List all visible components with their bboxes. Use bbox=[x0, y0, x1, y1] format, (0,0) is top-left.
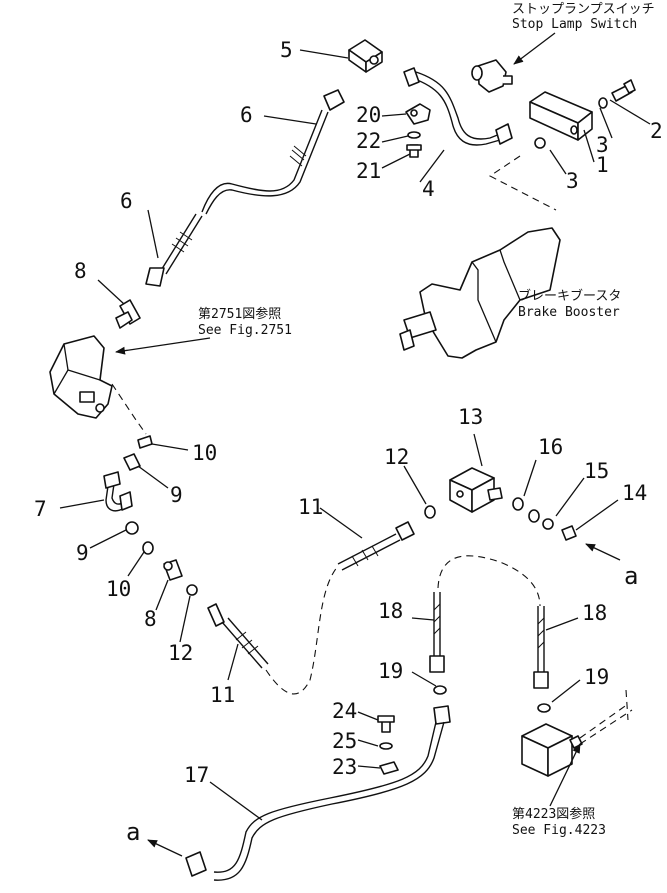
callout-3-lower: 3 bbox=[566, 169, 579, 193]
fig4223-caption-en: See Fig.4223 bbox=[512, 823, 606, 838]
callout-2: 2 bbox=[650, 119, 663, 143]
callout-6-upper: 6 bbox=[240, 103, 253, 127]
bracket-block-1 bbox=[529, 91, 593, 141]
bolt-2 bbox=[611, 79, 636, 102]
brake-booster-caption-jp: ブレーキブースタ bbox=[518, 288, 621, 304]
callout-numbers: 5 6 6 8 1 2 3 3 4 20 22 21 10 9 7 9 10 8… bbox=[34, 38, 663, 787]
callout-16: 16 bbox=[538, 435, 563, 459]
fig-2751-reference: 第2751図参照 See Fig.2751 bbox=[115, 306, 292, 355]
callout-11-upper: 11 bbox=[298, 495, 323, 519]
callout-4: 4 bbox=[422, 177, 435, 201]
callout-1: 1 bbox=[596, 153, 609, 177]
bolt-21 bbox=[406, 144, 422, 158]
callout-10-upper: 10 bbox=[192, 441, 217, 465]
washer-19-left bbox=[433, 685, 447, 695]
callout-13: 13 bbox=[458, 405, 483, 429]
brake-hose-18-left bbox=[429, 592, 445, 673]
clip-23 bbox=[379, 761, 399, 775]
callout-17: 17 bbox=[184, 763, 209, 787]
callout-12-upper: 12 bbox=[384, 445, 409, 469]
ref-a-right: a bbox=[624, 562, 638, 590]
callout-11-lower: 11 bbox=[210, 683, 235, 707]
callout-23: 23 bbox=[332, 755, 357, 779]
callout-15: 15 bbox=[584, 459, 609, 483]
bleeder-16 bbox=[512, 497, 540, 523]
callout-9-lower: 9 bbox=[76, 541, 89, 565]
washer-3-lower bbox=[534, 137, 546, 149]
fitting-8-upper bbox=[115, 299, 141, 329]
callout-18-right: 18 bbox=[582, 601, 607, 625]
valve-link-line bbox=[111, 383, 147, 435]
washer-10-upper bbox=[137, 435, 153, 449]
brake-pipe-4 bbox=[403, 67, 513, 146]
callout-19-right: 19 bbox=[584, 665, 609, 689]
brake-hose-6 bbox=[145, 89, 345, 287]
washer-12-lower bbox=[186, 584, 198, 596]
washer-12-upper bbox=[424, 505, 436, 519]
connector-5 bbox=[348, 39, 383, 73]
callout-6-lower: 6 bbox=[120, 189, 133, 213]
fitting-8-lower bbox=[163, 559, 183, 581]
nut-9-upper bbox=[123, 453, 141, 471]
washer-3-upper bbox=[598, 97, 608, 109]
callout-24: 24 bbox=[332, 699, 357, 723]
hose-18-link bbox=[437, 555, 541, 607]
plug-14 bbox=[561, 525, 577, 541]
leader-lines bbox=[59, 49, 651, 821]
brake-hose-11 bbox=[207, 521, 415, 695]
junction-block-13 bbox=[449, 467, 503, 513]
callout-10-lower: 10 bbox=[106, 577, 131, 601]
callout-20: 20 bbox=[356, 103, 381, 127]
brake-pipe-17 bbox=[185, 705, 451, 881]
callout-22: 22 bbox=[356, 129, 381, 153]
stop-lamp-switch-caption: ストップランプスイッチ Stop Lamp Switch bbox=[512, 2, 655, 65]
callout-9-upper: 9 bbox=[170, 483, 183, 507]
fig-4223-reference: 第4223図参照 See Fig.4223 bbox=[512, 743, 606, 838]
brake-booster-caption-en: Brake Booster bbox=[518, 305, 620, 320]
callout-8-lower: 8 bbox=[144, 607, 157, 631]
callout-25: 25 bbox=[332, 729, 357, 753]
callout-7: 7 bbox=[34, 497, 47, 521]
callout-5: 5 bbox=[280, 38, 293, 62]
ref-a-left: a bbox=[126, 818, 140, 846]
booster-mount-line bbox=[488, 155, 557, 211]
washer-22 bbox=[407, 131, 421, 139]
junction-block-4223 bbox=[521, 689, 633, 777]
clip-20 bbox=[405, 103, 431, 125]
washer-15 bbox=[542, 518, 554, 530]
stop-lamp-caption-en: Stop Lamp Switch bbox=[512, 17, 637, 32]
callout-12-lower: 12 bbox=[168, 641, 193, 665]
bolt-24 bbox=[377, 715, 395, 733]
fig4223-caption-jp: 第4223図参照 bbox=[512, 806, 595, 822]
callout-21: 21 bbox=[356, 159, 381, 183]
nut-9-lower bbox=[125, 521, 139, 535]
callout-14: 14 bbox=[622, 481, 647, 505]
washer-10-lower bbox=[142, 541, 154, 555]
brake-valve bbox=[49, 335, 113, 419]
callout-3-upper: 3 bbox=[596, 133, 609, 157]
washer-25 bbox=[379, 742, 393, 750]
callout-19-left: 19 bbox=[378, 659, 403, 683]
ref-a-right-arrow bbox=[585, 543, 621, 561]
stop-lamp-caption-jp: ストップランプスイッチ bbox=[512, 2, 655, 17]
callout-18-left: 18 bbox=[378, 599, 403, 623]
stop-lamp-switch bbox=[471, 59, 513, 93]
elbow-fitting-7 bbox=[103, 471, 133, 512]
ref-a-left-arrow bbox=[147, 839, 183, 857]
brake-booster: ブレーキブースタ Brake Booster bbox=[399, 227, 621, 359]
fig2751-caption-en: See Fig.2751 bbox=[198, 323, 292, 338]
brake-hose-18-right bbox=[533, 606, 549, 689]
washer-19-right bbox=[537, 703, 551, 713]
fig2751-caption-jp: 第2751図参照 bbox=[198, 306, 281, 322]
callout-8-upper: 8 bbox=[74, 259, 87, 283]
